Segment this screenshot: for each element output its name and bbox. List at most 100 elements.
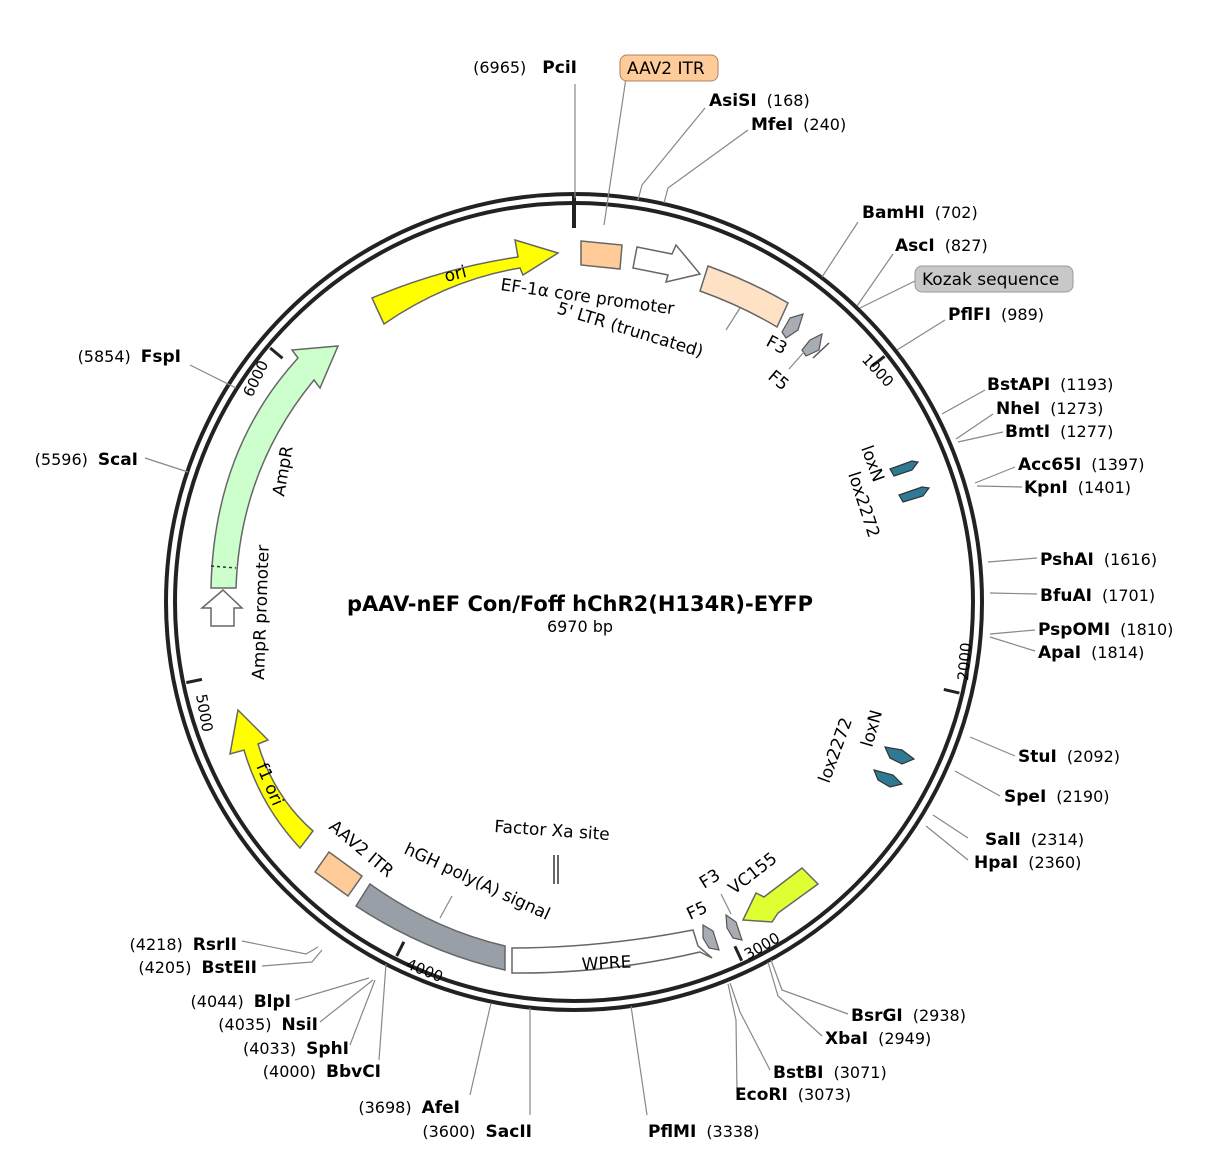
enzyme-asisi: AsiSI(168) bbox=[709, 91, 810, 111]
leader-bmti bbox=[957, 431, 1004, 443]
leader-pflmi bbox=[630, 1005, 648, 1116]
factor-xa-marker bbox=[553, 855, 559, 884]
enzyme-hpai: HpaI(2360) bbox=[974, 853, 1081, 873]
enzyme-scai: (5596)ScaI bbox=[35, 450, 138, 470]
enzyme-afei: (3698)AfeI bbox=[358, 1098, 460, 1118]
leader-kpni bbox=[976, 485, 1023, 488]
enzyme-bfuai: BfuAI(1701) bbox=[1040, 586, 1155, 606]
ampr-label: AmpR bbox=[269, 444, 298, 498]
loxn-top-marker bbox=[889, 460, 920, 477]
tick-marks bbox=[185, 194, 960, 962]
f3-top-marker bbox=[781, 313, 804, 339]
f5-bottom-label: F5 bbox=[684, 898, 711, 925]
f5-bottom-marker bbox=[702, 923, 720, 951]
leader-scai bbox=[144, 457, 189, 473]
wpre-label: WPRE bbox=[581, 952, 632, 975]
aav2-itr-bottom-box bbox=[313, 850, 364, 898]
f3-bottom-label: F3 bbox=[696, 865, 724, 893]
enzyme-mfei: MfeI(240) bbox=[751, 115, 846, 135]
leader-nsii bbox=[319, 979, 374, 1023]
enzyme-sali: SalI(2314) bbox=[985, 830, 1084, 850]
kozak-label-bg bbox=[914, 265, 1074, 293]
hgh-label-leader bbox=[439, 895, 453, 919]
leader-stui bbox=[969, 736, 1016, 757]
leader-bbvci bbox=[378, 963, 387, 1061]
leader-bstbi bbox=[729, 982, 771, 1071]
leader-kozak bbox=[859, 279, 918, 309]
leader-mfei bbox=[663, 129, 749, 204]
ampr-boundary-dotted bbox=[210, 565, 237, 569]
lox2272-top-marker bbox=[898, 486, 931, 503]
features bbox=[199, 238, 931, 974]
enzyme-pshai: PshAI(1616) bbox=[1040, 550, 1157, 570]
ampr-promoter-label: AmpR promoter bbox=[249, 544, 274, 680]
plasmid-size: 6970 bp bbox=[547, 617, 613, 636]
tick-mark bbox=[733, 945, 744, 962]
leader-pshai bbox=[987, 557, 1038, 563]
leader-acc65i bbox=[974, 466, 1016, 484]
enzyme-rsrii: (4218)RsrII bbox=[130, 935, 237, 955]
tick-label-2000: 2000 bbox=[954, 642, 975, 682]
enzyme-sphi: (4033)SphI bbox=[243, 1039, 349, 1059]
enzyme-nsii: (4035)NsiI bbox=[218, 1015, 318, 1035]
tick-mark bbox=[185, 677, 203, 685]
leader-ecori bbox=[727, 983, 738, 1094]
f1-ori-arrow bbox=[229, 708, 315, 850]
tick-mark bbox=[395, 941, 406, 957]
vc155-arrow bbox=[741, 867, 820, 923]
leader-nhei bbox=[955, 413, 994, 440]
f3-bottom-label-leader bbox=[720, 893, 732, 915]
leader-pspomi bbox=[989, 629, 1036, 635]
loxn-bottom-label: loxN bbox=[858, 708, 888, 749]
enzyme-spei: SpeI(2190) bbox=[1004, 787, 1109, 807]
feature-labels: AAV2 ITR Kozak sequence ori EF-1α core p… bbox=[249, 54, 1074, 975]
enzyme-asci: AscI(827) bbox=[895, 236, 988, 256]
leader-sali bbox=[932, 814, 969, 839]
leader-blpi bbox=[294, 977, 370, 1001]
enzyme-labels: (6965)PciI AsiSI(168) MfeI(240) BamHI(70… bbox=[35, 58, 1174, 1142]
leader-rsrii bbox=[241, 940, 319, 955]
enzyme-bsrgi: BsrGI(2938) bbox=[851, 1006, 966, 1026]
leader-apai bbox=[989, 636, 1036, 652]
ltr-box bbox=[699, 265, 789, 329]
enzyme-fspi: (5854)FspI bbox=[78, 347, 181, 367]
hgh-label: hGH poly(A) signal bbox=[401, 839, 553, 924]
f5-top-label-leader bbox=[788, 351, 805, 370]
tick-mark bbox=[269, 346, 284, 360]
enzyme-pflfi: PflFI(989) bbox=[948, 305, 1044, 325]
enzyme-xbai: XbaI(2949) bbox=[825, 1029, 931, 1049]
enzyme-apai: ApaI(1814) bbox=[1038, 643, 1144, 663]
ltr-label-leader bbox=[725, 307, 741, 331]
ef1a-promoter-arrow bbox=[632, 243, 702, 284]
kozak-label: Kozak sequence bbox=[922, 270, 1059, 290]
enzyme-bmti: BmtI(1277) bbox=[1005, 422, 1113, 442]
lox2272-bottom-marker bbox=[873, 769, 904, 788]
tick-mark bbox=[871, 355, 886, 368]
leader-asci bbox=[856, 253, 894, 307]
enzyme-acc65i: Acc65I(1397) bbox=[1018, 455, 1145, 475]
leader-bsteii bbox=[261, 949, 323, 967]
tick-mark bbox=[943, 687, 960, 695]
tick-label-1000: 1000 bbox=[858, 350, 897, 390]
enzyme-bstbi: BstBI(3071) bbox=[773, 1063, 887, 1083]
aav2-itr-top-label-bg bbox=[619, 54, 719, 82]
enzyme-bamhi: BamHI(702) bbox=[862, 203, 978, 223]
f5-top-marker bbox=[801, 332, 823, 357]
enzyme-nhei: NheI(1273) bbox=[996, 399, 1103, 419]
ori-arrow bbox=[370, 238, 560, 326]
leader-bsrgi bbox=[770, 959, 849, 1015]
leader-bstapi bbox=[941, 389, 986, 415]
leader-bamhi bbox=[821, 221, 859, 278]
enzyme-bsteii: (4205)BstEII bbox=[138, 958, 257, 978]
leader-fspi bbox=[189, 364, 237, 389]
f3-bottom-marker bbox=[725, 913, 743, 941]
leader-afei bbox=[469, 1002, 492, 1096]
f5-top-marker-line bbox=[812, 342, 830, 359]
factor-xa-label: Factor Xa site bbox=[494, 817, 611, 845]
aav2-itr-top-label: AAV2 ITR bbox=[627, 59, 705, 79]
ampr-promoter-arrow bbox=[199, 588, 244, 627]
ampr-arrow bbox=[210, 345, 340, 589]
enzyme-leader-lines bbox=[144, 77, 1038, 1116]
